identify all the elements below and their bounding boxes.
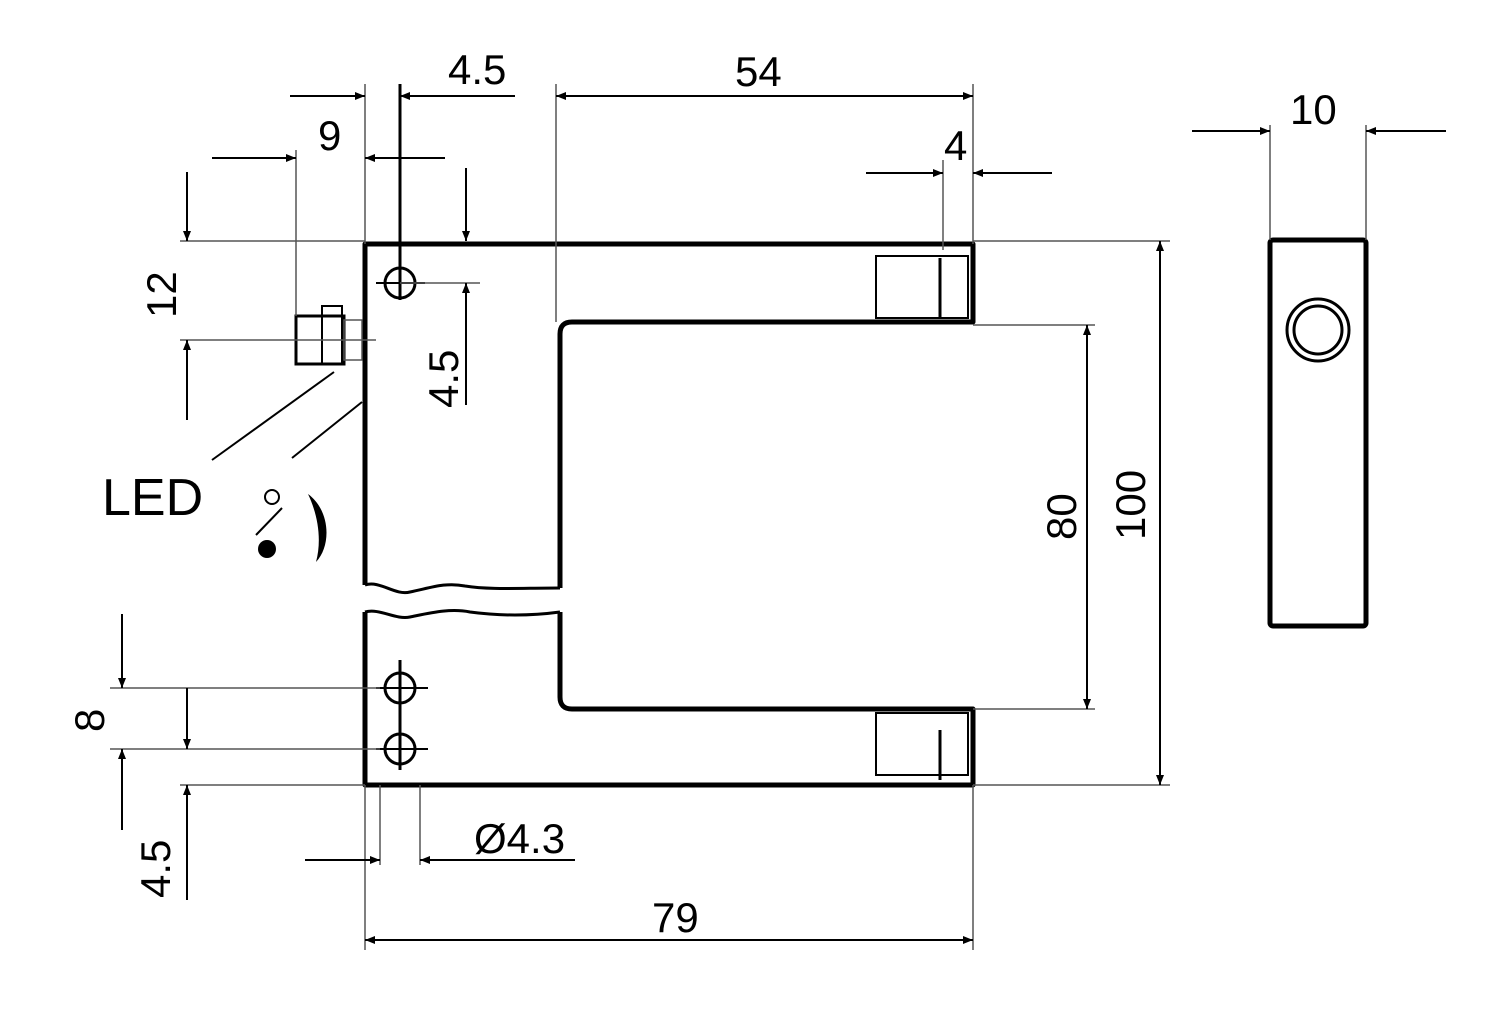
dim-54: 54: [735, 48, 782, 95]
dim-4-5-bottom: 4.5: [132, 840, 179, 898]
dim-8: 8: [66, 709, 113, 732]
extension-lines: [110, 84, 1367, 950]
dim-4-5-top: 4.5: [448, 46, 506, 93]
fork-sensor-body: [362, 241, 976, 788]
dim-hole-diameter: Ø4.3: [474, 815, 565, 862]
dim-4: 4: [944, 122, 967, 169]
dim-9: 9: [318, 112, 341, 159]
led-label: LED: [102, 469, 203, 527]
side-view: [1267, 237, 1369, 629]
switch-state-icon: [255, 489, 327, 562]
connector: [294, 305, 363, 366]
mounting-hole-lower-2: [376, 732, 428, 766]
dim-12: 12: [138, 271, 185, 318]
dim-79: 79: [652, 894, 699, 941]
dim-100: 100: [1107, 470, 1154, 540]
mounting-hole-lower-1: [376, 671, 428, 705]
dim-80: 80: [1038, 493, 1085, 540]
dim-10: 10: [1290, 86, 1337, 133]
dim-4-5-mid: 4.5: [420, 350, 467, 408]
